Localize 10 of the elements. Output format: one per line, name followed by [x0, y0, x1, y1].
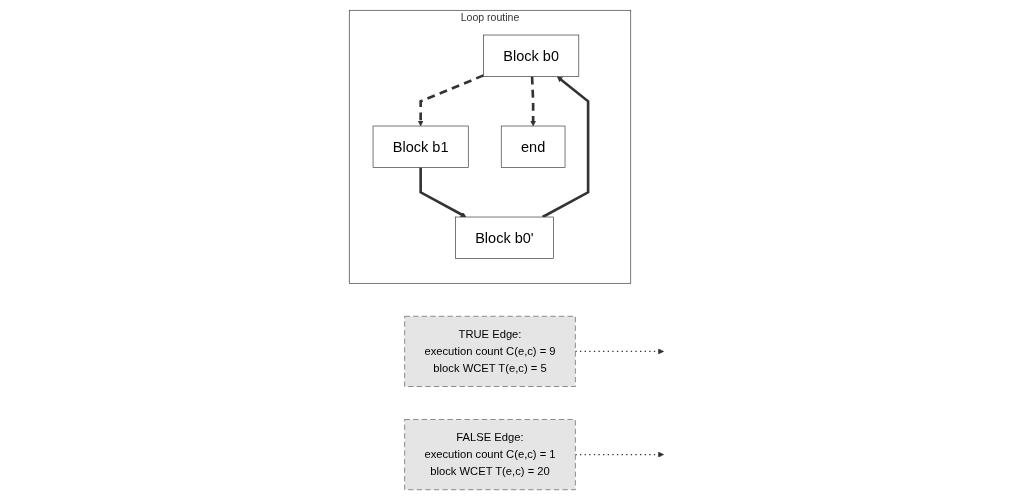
arrow [417, 73, 484, 126]
node-box: FALSE Edge: execution count C(e,c) = 1 block WCET T(e,c) = 20 [404, 418, 576, 490]
node-box: Block b0' [454, 216, 554, 259]
node-box: end [500, 125, 566, 168]
arrow [419, 167, 467, 217]
node-box: Block b0 [483, 34, 579, 77]
node-box: TRUE Edge: execution count C(e,c) = 9 block WCET T(e,c) = 5 [404, 315, 576, 387]
arrow [530, 76, 536, 126]
arrow [541, 75, 590, 218]
node-box: Block b1 [372, 125, 469, 168]
